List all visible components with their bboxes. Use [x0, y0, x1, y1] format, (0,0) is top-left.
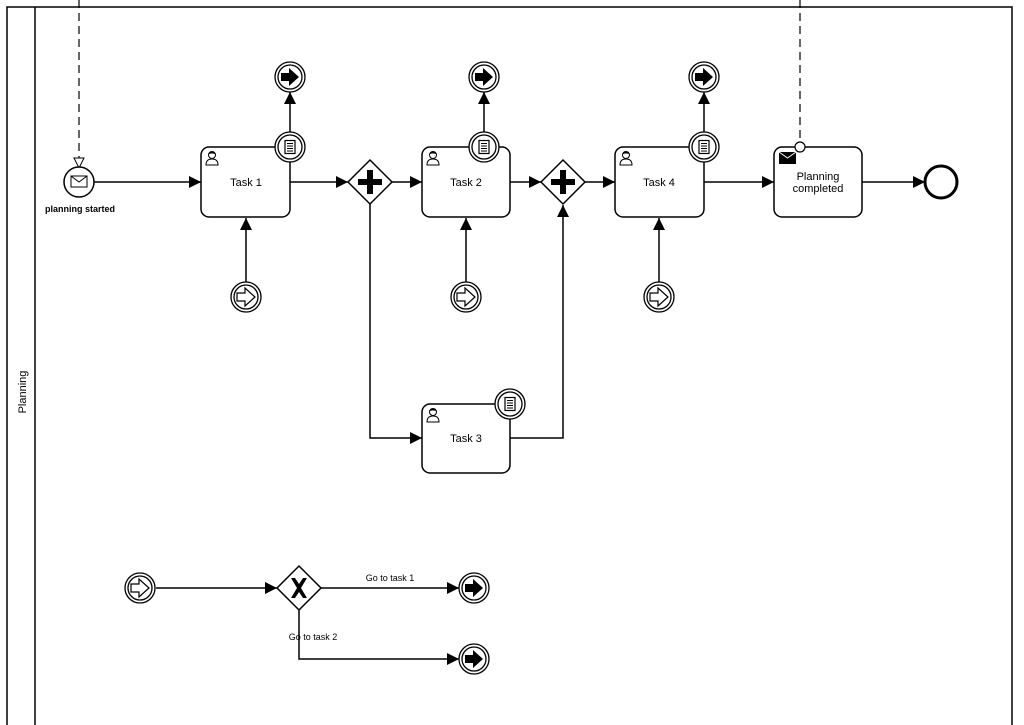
parallel-gateway-split[interactable]	[346, 158, 394, 206]
flow-xor-task2	[298, 610, 459, 665]
link-catch-event-lower[interactable]	[124, 572, 156, 604]
end-event[interactable]	[923, 164, 959, 200]
boundary-event-task3[interactable]	[494, 388, 526, 420]
task-3-label: Task 3	[450, 433, 482, 445]
send-task-label-line2: completed	[793, 183, 844, 195]
arrow-right-filled-icon	[475, 68, 493, 86]
link-throw-event-task2[interactable]	[468, 61, 500, 93]
document-icon	[504, 396, 516, 412]
link-catch-event-task1[interactable]	[230, 281, 262, 313]
arrow-right-outline-icon	[456, 286, 476, 308]
flow-label-go-to-task-1: Go to task 1	[366, 573, 415, 583]
arrow-right-outline-icon	[130, 577, 150, 599]
link-throw-event-task4[interactable]	[688, 61, 720, 93]
link-throw-event-go-task1[interactable]	[458, 572, 490, 604]
task-2-label: Task 2	[450, 177, 482, 189]
link-catch-event-task2[interactable]	[450, 281, 482, 313]
link-throw-event-go-task2[interactable]	[458, 643, 490, 675]
boundary-event-task4[interactable]	[688, 131, 720, 163]
task-4[interactable]: Task 4	[614, 146, 705, 218]
flow-label-go-to-task-2: Go to task 2	[289, 632, 338, 642]
plus-icon	[358, 170, 382, 194]
envelope-icon	[70, 175, 88, 188]
pool-border	[6, 6, 1013, 725]
plus-icon	[551, 170, 575, 194]
flow-split-task3	[369, 204, 422, 444]
document-icon	[478, 139, 490, 155]
arrow-right-filled-icon	[281, 68, 299, 86]
start-event-label: planning started	[45, 204, 115, 214]
arrow-right-outline-icon	[649, 286, 669, 308]
x-icon	[291, 578, 307, 598]
arrow-right-filled-icon	[465, 579, 483, 597]
task-4-label: Task 4	[643, 177, 675, 189]
task-2[interactable]: Task 2	[421, 146, 511, 218]
task-1-label: Task 1	[230, 177, 262, 189]
envelope-filled-icon	[778, 151, 797, 164]
small-circle-icon	[794, 141, 806, 153]
send-task-label-line1: Planning	[797, 171, 840, 183]
sequence-flows	[94, 92, 925, 665]
start-event[interactable]	[63, 166, 95, 198]
send-task-planning-completed[interactable]: Planning completed	[773, 146, 863, 218]
boundary-event-task2[interactable]	[468, 131, 500, 163]
link-throw-event-task1[interactable]	[274, 61, 306, 93]
flow-task3-join	[510, 205, 569, 439]
parallel-gateway-join[interactable]	[539, 158, 587, 206]
task-3[interactable]: Task 3	[421, 403, 511, 474]
lane-label: Planning	[17, 371, 29, 414]
link-catch-event-task4[interactable]	[643, 281, 675, 313]
exclusive-gateway[interactable]	[275, 564, 323, 612]
document-icon	[698, 139, 710, 155]
message-flow-arrowhead	[73, 157, 85, 170]
document-icon	[284, 139, 296, 155]
boundary-event-task1[interactable]	[274, 131, 306, 163]
arrow-right-outline-icon	[236, 286, 256, 308]
arrow-right-filled-icon	[695, 68, 713, 86]
task-1[interactable]: Task 1	[200, 146, 291, 218]
arrow-right-filled-icon	[465, 650, 483, 668]
